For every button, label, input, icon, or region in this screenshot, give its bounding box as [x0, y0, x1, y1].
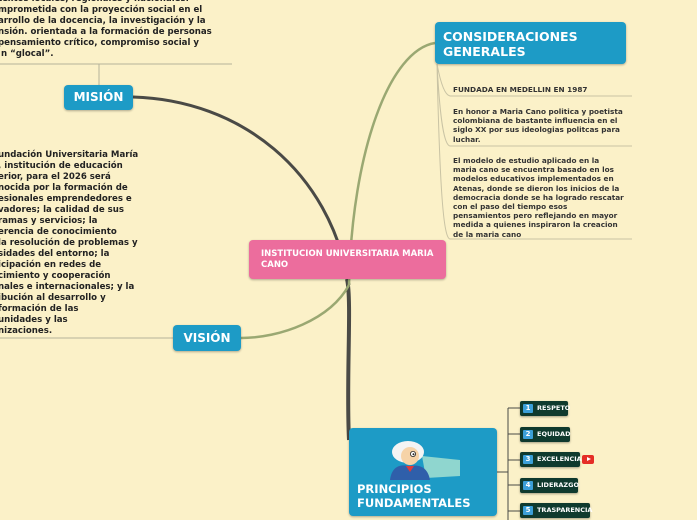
principle-label: EQUIDAD [537, 430, 571, 438]
principle-label: LIDERAZGO [537, 481, 580, 489]
principios-sub-lines [497, 407, 520, 520]
principle-respeto[interactable]: 1 RESPETO [520, 401, 571, 416]
topic-consideraciones-label: CONSIDERACIONES GENERALES [443, 29, 578, 59]
principle-excelencia[interactable]: 3 EXCELENCIA [520, 452, 582, 467]
principle-label: TRASPARENCIA [537, 506, 593, 514]
branch-vision [240, 284, 351, 340]
principle-number-badge: 1 [523, 404, 533, 413]
consid-item-1[interactable]: FUNDADA EN MEDELLIN EN 1987 [453, 85, 588, 94]
topic-consideraciones[interactable]: CONSIDERACIONES GENERALES [435, 22, 626, 64]
principle-label: EXCELENCIA [537, 455, 582, 463]
central-topic[interactable]: INSTITUCION UNIVERSITARIA MARIA CANO [249, 240, 446, 279]
consid-item-2[interactable]: En honor a Maria Cano politica y poetist… [453, 107, 623, 144]
topic-vision[interactable]: VISIÓN [173, 325, 241, 351]
principle-trasparencia[interactable]: 5 TRASPARENCIA [520, 503, 593, 518]
branch-consideraciones [347, 41, 436, 286]
branch-principios [345, 278, 352, 441]
principle-label: RESPETO [537, 404, 571, 412]
principle-number-badge: 5 [523, 506, 533, 515]
principle-liderazgo[interactable]: 4 LIDERAZGO [520, 478, 580, 493]
principle-number-badge: 2 [523, 430, 533, 439]
mascot-illustration [390, 441, 460, 480]
consid-sub-lines [436, 63, 632, 240]
youtube-icon[interactable] [582, 455, 594, 464]
consid-item-3[interactable]: El modelo de estudio aplicado en la mari… [453, 156, 624, 239]
vision-description: undación Universitaria María , instituci… [0, 150, 139, 336]
topic-mision[interactable]: MISIÓN [64, 85, 133, 110]
mision-detail-line [0, 63, 232, 85]
principle-number-badge: 4 [523, 481, 533, 490]
topic-principios-label: PRINCIPIOS FUNDAMENTALES [357, 482, 471, 510]
mision-description: textos locales, regionales y nacionales.… [0, 0, 212, 59]
principle-equidad[interactable]: 2 EQUIDAD [520, 427, 570, 442]
principle-number-badge: 3 [523, 455, 533, 464]
